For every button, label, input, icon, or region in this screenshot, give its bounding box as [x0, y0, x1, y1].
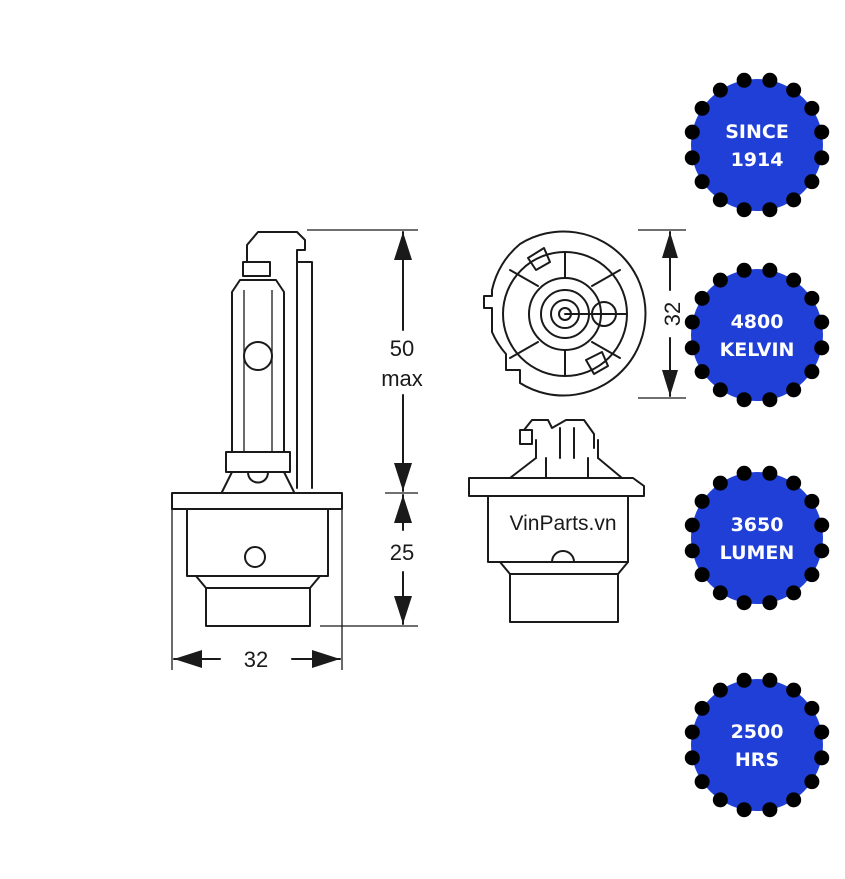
badge-dot [814, 724, 830, 740]
badge-line2: LUMEN [720, 542, 795, 564]
badge-dot [736, 465, 752, 481]
badge-dot [712, 192, 728, 208]
height-top-value: 50 [390, 336, 414, 361]
badge-dot [736, 262, 752, 278]
badge-dot [814, 314, 830, 330]
bulb-side-view [171, 231, 343, 627]
badge-dot [712, 792, 728, 808]
badge-dot [804, 364, 820, 380]
badge-dot [694, 774, 710, 790]
badge-dot [786, 475, 802, 491]
badge-dot [694, 567, 710, 583]
badge-line2: HRS [735, 749, 779, 771]
badge-dot [762, 72, 778, 88]
badge-dot [786, 192, 802, 208]
badge-dot [694, 364, 710, 380]
badge-dot [684, 150, 700, 166]
badge-since: SINCE 1914 [684, 72, 830, 218]
badge-dot [804, 567, 820, 583]
watermark-text: VinParts.vn [510, 512, 617, 535]
badge-dot [684, 314, 700, 330]
badge-dot [736, 802, 752, 818]
badge-dot [736, 595, 752, 611]
badge-dot [804, 100, 820, 116]
badge-dot [694, 700, 710, 716]
badge-dot [804, 774, 820, 790]
badge-dot [762, 202, 778, 218]
badge-dot [786, 82, 802, 98]
width-value: 32 [244, 647, 268, 672]
badge-dot [814, 517, 830, 533]
badge-circle [691, 472, 823, 604]
badge-dot [736, 202, 752, 218]
badge-dot [684, 724, 700, 740]
badge-dot [814, 543, 830, 559]
badge-dot [684, 340, 700, 356]
height-top-unit: max [381, 366, 423, 391]
badge-dot [712, 475, 728, 491]
badge-dot [684, 750, 700, 766]
badge-dot [762, 392, 778, 408]
badge-line2: KELVIN [720, 339, 795, 361]
width-dimension: 32 [171, 509, 343, 672]
badge-dot [736, 672, 752, 688]
end-view-dimension: 32 [638, 229, 686, 399]
badge-dot [684, 124, 700, 140]
badge-dot [694, 290, 710, 306]
badge-line1: 3650 [731, 514, 784, 536]
badge-dot [804, 174, 820, 190]
badge-dot [814, 750, 830, 766]
badge-dot [762, 595, 778, 611]
badge-line1: 4800 [731, 311, 784, 333]
badge-dot [804, 493, 820, 509]
end-view-diameter-value: 32 [660, 302, 685, 326]
badge-dot [684, 543, 700, 559]
badge-dot [762, 672, 778, 688]
badge-line1: 2500 [731, 721, 784, 743]
badge-dot [786, 272, 802, 288]
badge-dot [712, 82, 728, 98]
badge-dot [814, 340, 830, 356]
badge-dot [694, 493, 710, 509]
badge-dot [786, 792, 802, 808]
badge-dot [814, 150, 830, 166]
badge-dot [786, 382, 802, 398]
badge-dot [736, 72, 752, 88]
badge-circle [691, 679, 823, 811]
badge-dot [712, 585, 728, 601]
badge-dot [712, 272, 728, 288]
badge-dot [814, 124, 830, 140]
badge-dot [712, 382, 728, 398]
badge-dot [736, 392, 752, 408]
badge-dot [762, 802, 778, 818]
bulb-front-view: VinParts.vn [468, 419, 645, 623]
badge-dot [762, 465, 778, 481]
badge-circle [691, 79, 823, 211]
bulb-end-view [483, 230, 647, 397]
height-dimension: 50 max 25 [307, 229, 423, 627]
badge-line1: SINCE [725, 121, 789, 143]
badge-dot [786, 585, 802, 601]
badge-dot [684, 517, 700, 533]
badge-dot [804, 700, 820, 716]
badge-dot [762, 262, 778, 278]
badge-dot [694, 100, 710, 116]
badge-circle [691, 269, 823, 401]
badge-dot [804, 290, 820, 306]
badge-dot [694, 174, 710, 190]
badge-line2: 1914 [731, 149, 784, 171]
height-base-value: 25 [390, 540, 414, 565]
badge-dot [712, 682, 728, 698]
badge-dot [786, 682, 802, 698]
